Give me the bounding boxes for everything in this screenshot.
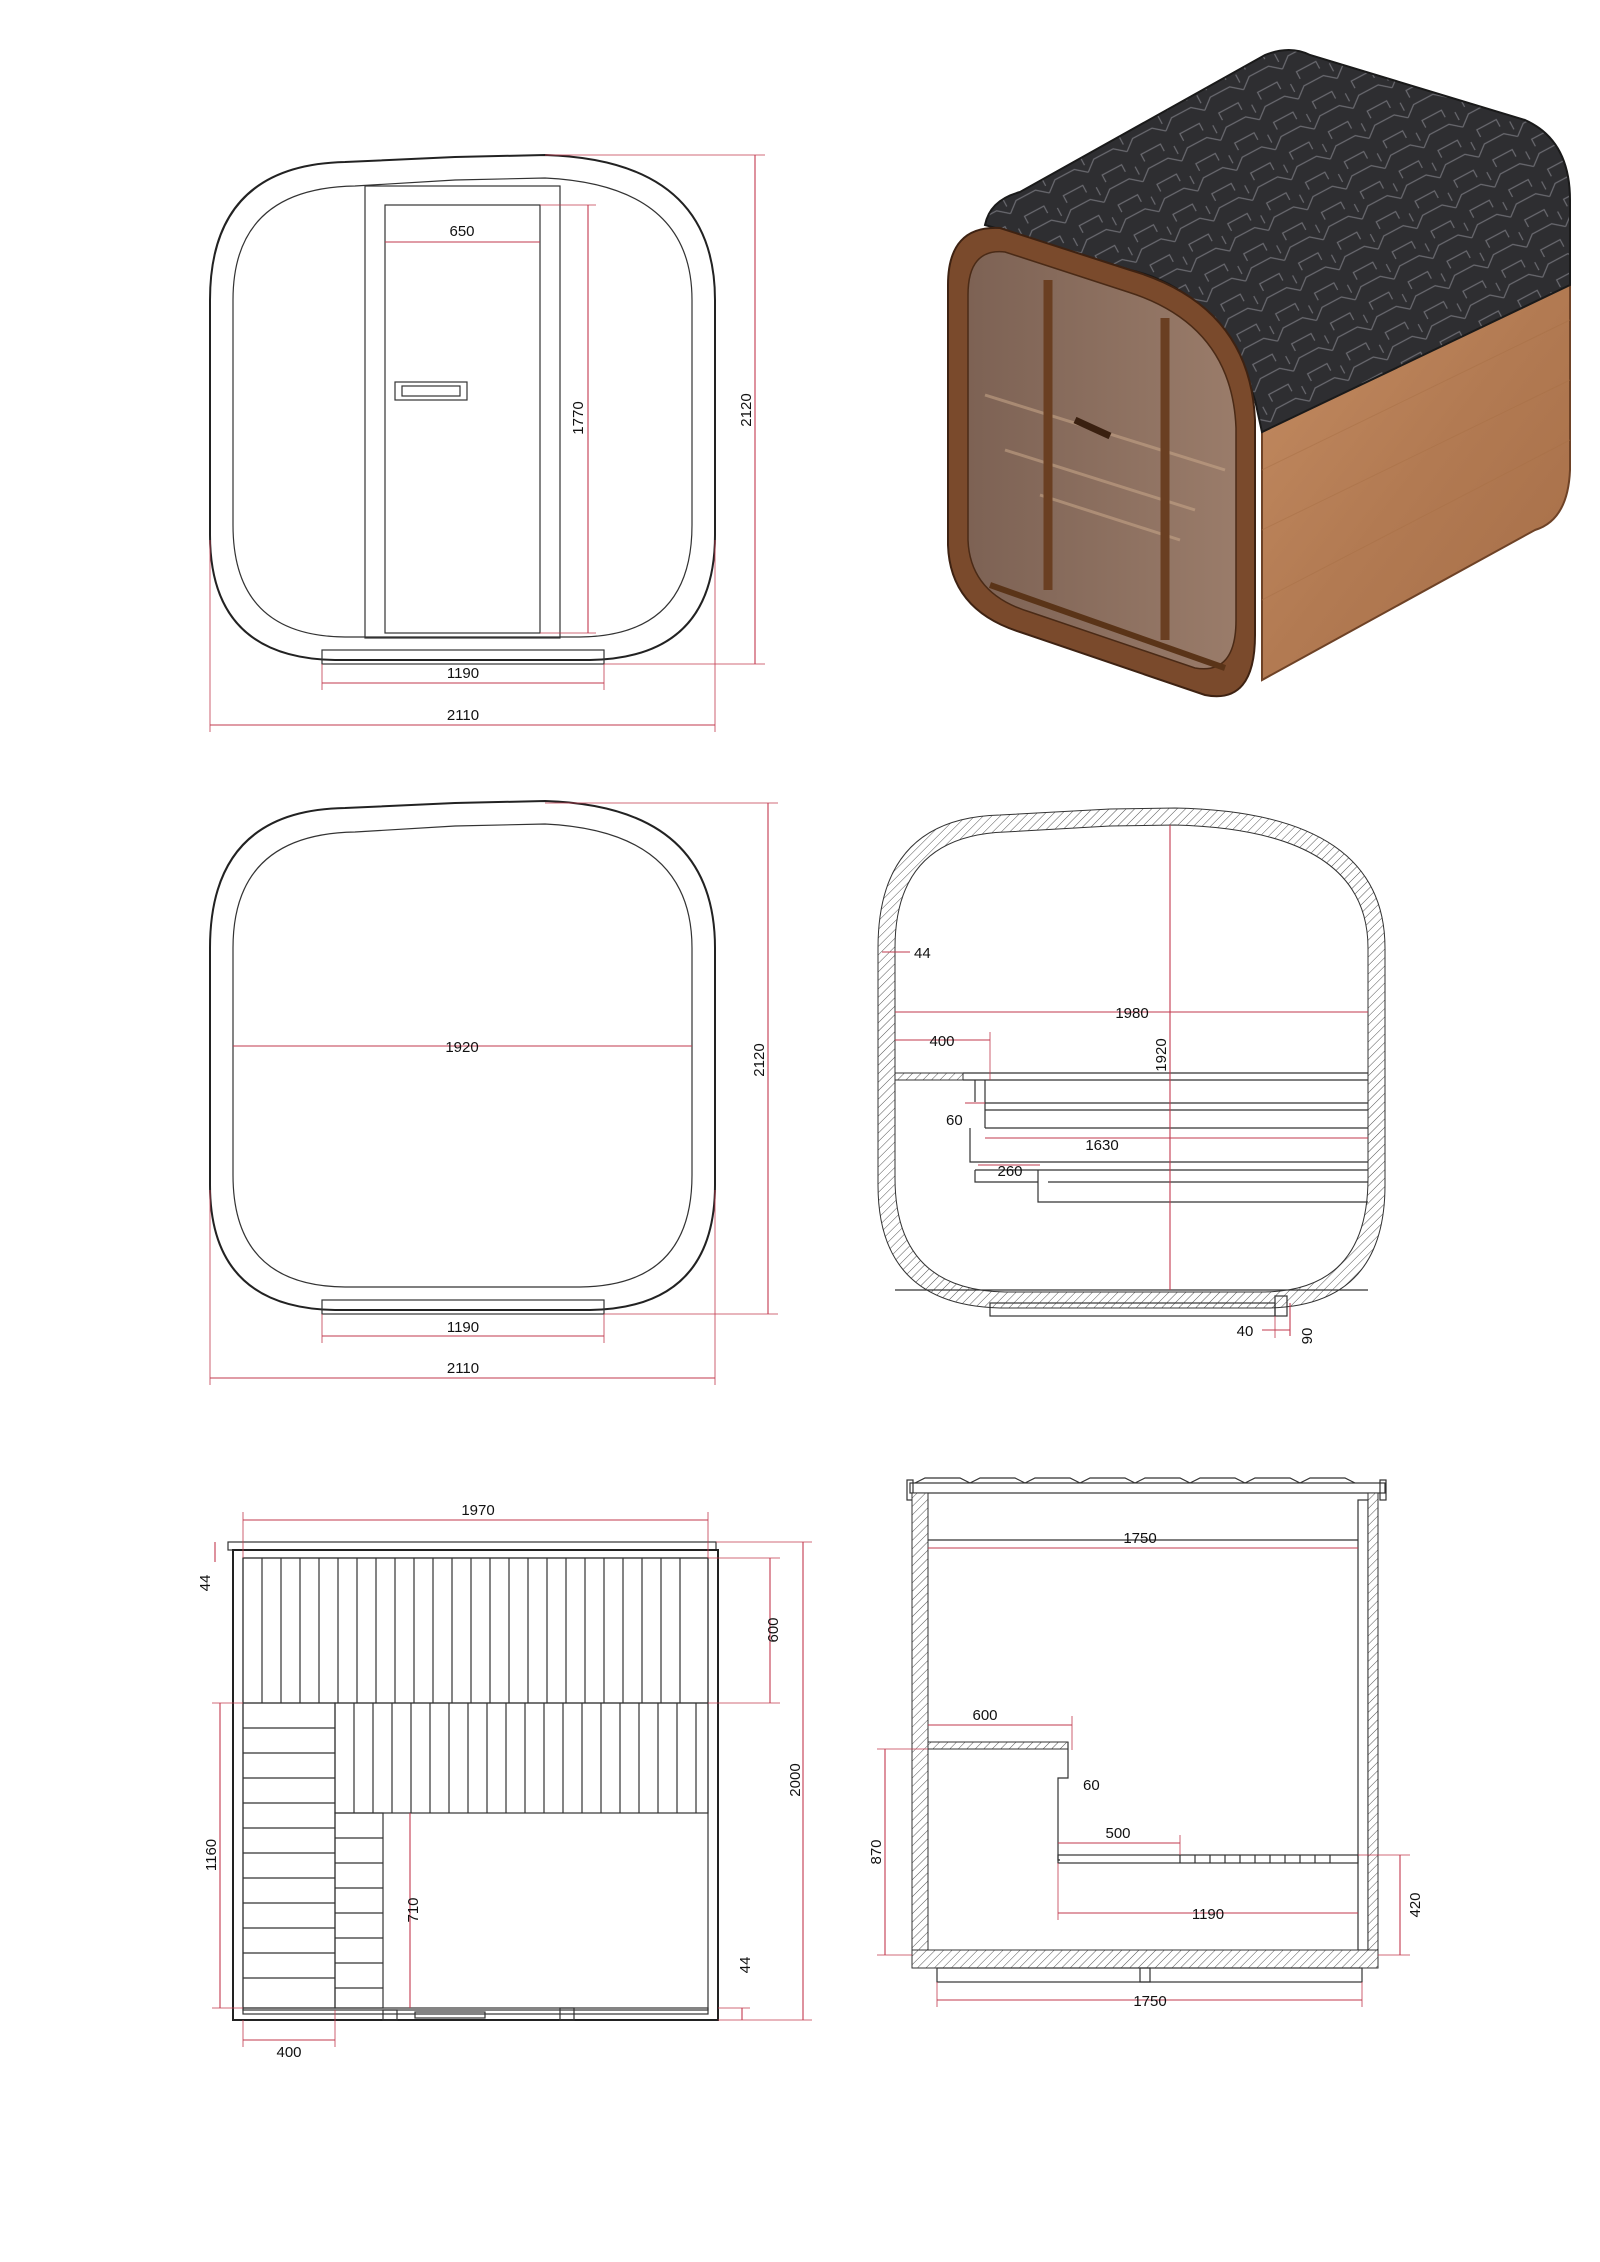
dim-inner-height: 1920	[1153, 1038, 1170, 1071]
dim-lower-bench-depth: 710	[405, 1897, 422, 1922]
front-view: 650 1770 2120 1190 2110	[209, 153, 765, 732]
dim-side-bench-length: 1160	[203, 1839, 220, 1871]
dim-inner-width: 1920	[445, 1039, 478, 1056]
dim-upper-bench-height: 870	[868, 1839, 885, 1864]
door-glass	[1357, 1499, 1369, 1951]
door-leaf	[384, 204, 541, 634]
dim-side-bench-width: 400	[276, 2044, 301, 2061]
dim-step-height: 60	[946, 1112, 963, 1129]
step	[334, 1812, 384, 2009]
front-section: 44 1980 1920 400 60 1630 260 40 90	[877, 807, 1386, 1345]
door-handle-3d	[1073, 416, 1112, 440]
dim-overall-width: 2110	[447, 1360, 479, 1377]
dim-foot-height: 90	[1299, 1328, 1316, 1345]
dim-inner-width: 1980	[1115, 1005, 1148, 1022]
dim-overall-width: 2110	[447, 707, 479, 724]
dim-overall-height: 2120	[751, 1043, 768, 1076]
sauna-render	[947, 49, 1571, 698]
dim-overall-height: 2120	[738, 393, 755, 426]
base	[321, 1299, 605, 1315]
side-bench	[242, 1702, 336, 2009]
back-wall	[911, 1492, 929, 1969]
floor	[911, 1949, 1379, 1969]
upper-bench-slats	[261, 1558, 681, 1703]
dim-wall: 44	[914, 945, 931, 962]
back-view: 1920 2120 1190 2110	[209, 799, 778, 1385]
dim-floor-length: 1190	[1192, 1906, 1224, 1923]
dim-lower-step: 260	[997, 1163, 1022, 1180]
dim-inner-length: 1750	[1123, 1530, 1156, 1547]
dim-foot-width: 40	[1237, 1323, 1254, 1340]
dim-upper-step: 400	[929, 1033, 954, 1050]
side-wall	[1261, 280, 1571, 682]
roof-line	[909, 1482, 1386, 1494]
dim-door-width: 650	[449, 223, 474, 240]
door-handle	[394, 381, 468, 401]
dim-lower-bench-depth: 500	[1105, 1825, 1130, 1842]
dim-base-length: 1750	[1133, 1993, 1166, 2010]
lower-bench	[1057, 1854, 1359, 1864]
plan-view: 1970 44 600 2000 1160 710 44 400	[197, 1502, 812, 2061]
base	[321, 649, 605, 665]
dim-wall-top: 44	[197, 1575, 214, 1592]
dim-lower-bench-height: 420	[1407, 1892, 1424, 1917]
dim-wall-bottom: 44	[737, 1957, 754, 1974]
outer-wall	[232, 1549, 719, 2021]
dim-door-height: 1770	[570, 401, 587, 434]
dim-upper-bench-depth: 600	[972, 1707, 997, 1724]
dim-bench-length: 1630	[1085, 1137, 1118, 1154]
upper-bench	[242, 1557, 709, 1704]
side-section: 1750 600 60 870 500 1190 420 1750	[868, 1477, 1424, 2010]
dim-overall-depth: 2000	[787, 1763, 804, 1796]
dim-base-width: 1190	[447, 1319, 479, 1336]
door-frame	[364, 185, 561, 639]
lower-bench	[334, 1702, 709, 1814]
dim-step-height: 60	[1083, 1777, 1100, 1794]
dim-upper-bench-depth: 600	[765, 1617, 782, 1642]
roof-edge	[227, 1541, 717, 1551]
dim-overall-width: 1970	[461, 1502, 494, 1519]
dim-base-width: 1190	[447, 665, 479, 682]
